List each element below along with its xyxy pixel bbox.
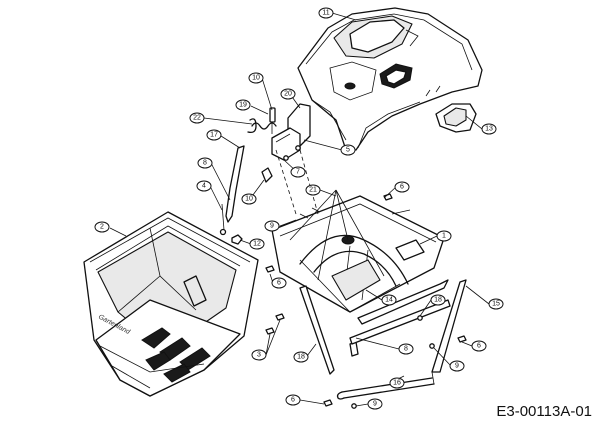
callout-21: 21 <box>305 184 321 196</box>
callout-9-left: 9 <box>264 220 280 232</box>
callout-4: 4 <box>196 180 212 192</box>
support-rod <box>219 145 245 245</box>
callout-19: 19 <box>235 99 251 111</box>
svg-text:3: 3 <box>257 352 261 359</box>
svg-text:2: 2 <box>100 224 104 231</box>
svg-text:5: 5 <box>346 147 350 154</box>
callout-22: 22 <box>189 112 205 124</box>
callout-12: 12 <box>249 238 265 250</box>
callout-17: 17 <box>206 129 222 141</box>
spring-assembly <box>247 107 277 183</box>
svg-text:22: 22 <box>193 115 201 122</box>
svg-text:16: 16 <box>393 380 401 387</box>
svg-text:20: 20 <box>284 91 292 98</box>
svg-text:9: 9 <box>373 401 377 408</box>
callout-6-right: 6 <box>471 340 487 352</box>
svg-text:19: 19 <box>239 102 247 109</box>
callout-18-left: 18 <box>293 351 309 363</box>
callout-14: 14 <box>381 294 397 306</box>
callout-9-bottom: 9 <box>367 398 383 410</box>
svg-text:17: 17 <box>210 132 218 139</box>
svg-text:9: 9 <box>270 223 274 230</box>
callout-6-mid: 6 <box>271 277 287 289</box>
callout-6-bottom: 6 <box>285 394 301 406</box>
callout-18-right: 18 <box>430 294 446 306</box>
callout-20: 20 <box>280 88 296 100</box>
latch-handle <box>435 103 477 133</box>
callout-3: 3 <box>251 349 267 361</box>
bag-frame <box>271 189 445 313</box>
callout-6-top: 6 <box>394 181 410 193</box>
svg-text:18: 18 <box>434 297 442 304</box>
callout-9-right: 9 <box>449 360 465 372</box>
svg-text:1: 1 <box>442 233 446 240</box>
svg-text:15: 15 <box>492 301 500 308</box>
svg-text:6: 6 <box>277 280 281 287</box>
svg-text:6: 6 <box>400 184 404 191</box>
callout-2: 2 <box>94 221 110 233</box>
svg-text:9: 9 <box>455 363 459 370</box>
callout-10-lower: 10 <box>241 193 257 205</box>
svg-text:10: 10 <box>245 196 253 203</box>
svg-text:18: 18 <box>297 354 305 361</box>
drawing-reference: E3-00113A-01 <box>496 403 592 420</box>
svg-text:4: 4 <box>202 183 206 190</box>
grass-bag: Gartenland <box>83 211 259 397</box>
svg-text:14: 14 <box>385 297 393 304</box>
callout-8-lower: 8 <box>398 343 414 355</box>
callout-13: 13 <box>481 123 497 135</box>
callout-11: 11 <box>318 7 334 19</box>
lower-frame <box>265 193 467 409</box>
svg-text:7: 7 <box>296 169 300 176</box>
svg-text:6: 6 <box>291 397 295 404</box>
callout-15: 15 <box>488 298 504 310</box>
svg-text:13: 13 <box>485 126 493 133</box>
svg-text:11: 11 <box>322 10 329 17</box>
lid-bracket <box>271 103 319 215</box>
svg-text:10: 10 <box>252 75 260 82</box>
callout-8: 8 <box>197 157 213 169</box>
cover-lid <box>297 7 483 151</box>
svg-text:21: 21 <box>309 187 317 194</box>
svg-text:8: 8 <box>404 346 408 353</box>
svg-text:8: 8 <box>203 160 207 167</box>
callout-10: 10 <box>248 72 264 84</box>
callout-5: 5 <box>340 144 356 156</box>
svg-text:6: 6 <box>477 343 481 350</box>
callout-7: 7 <box>290 166 306 178</box>
callout-16: 16 <box>389 377 405 389</box>
callout-1: 1 <box>436 230 452 242</box>
svg-text:12: 12 <box>253 241 261 248</box>
